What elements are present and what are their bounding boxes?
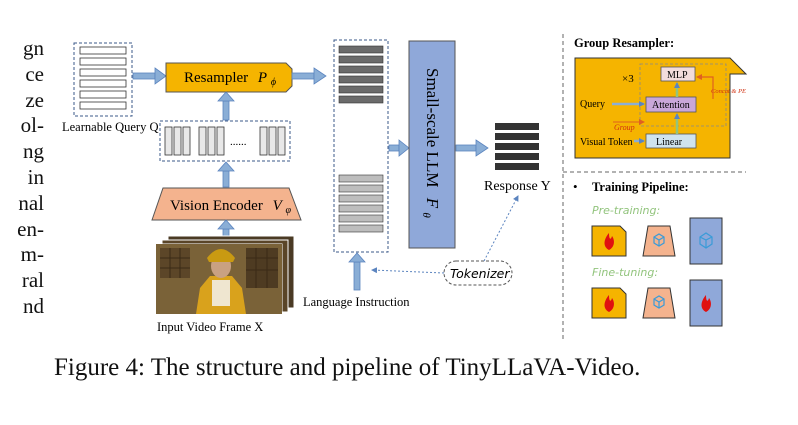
- body-text-line: ng: [23, 139, 44, 164]
- body-text-line: nal: [18, 190, 44, 215]
- body-text-line: en-: [17, 216, 44, 241]
- body-text-fragments: gn ce ze ol- ng in nal en- m- ral nd: [0, 36, 44, 320]
- body-text-line: ral: [21, 268, 44, 293]
- resampler-to-tokens-arrow: [291, 67, 327, 85]
- body-text-line: ol-: [20, 113, 44, 138]
- token-column: [333, 39, 389, 253]
- vision-encoder-box: Vision Encoder V φ: [151, 187, 302, 221]
- tokenizer-label: Tokenizer: [450, 266, 510, 281]
- tokens-to-resampler-arrow: [217, 91, 235, 121]
- figure-caption: Figure 4: The structure and pipeline of …: [54, 354, 641, 381]
- attention-box: [645, 96, 697, 113]
- tokenizer-node: Tokenizer: [443, 260, 513, 286]
- finetuning-row: [591, 279, 723, 327]
- architecture-diagram: Learnable Query Q Resampler P ϕ ......: [62, 34, 748, 340]
- concat-arrow: [696, 74, 714, 99]
- vision-encoder-label: Vision Encoder V φ: [170, 198, 292, 216]
- repeat-label: ×3: [622, 73, 634, 85]
- body-text-line: ce: [25, 61, 44, 86]
- query-label: Query: [580, 99, 605, 110]
- tokenizer-to-instruction-arrow: [371, 267, 445, 274]
- mlp-label: MLP: [667, 70, 688, 81]
- encoder-to-tokens-arrow: [217, 161, 235, 188]
- learnable-query-label: Learnable Query Q: [62, 120, 158, 134]
- llm-label: Small-scale LLM F θ: [420, 68, 442, 218]
- mlp-box: [660, 66, 696, 82]
- training-pipeline-title: Training Pipeline:: [592, 180, 689, 194]
- snowflake-icon: [699, 232, 713, 249]
- pretraining-row: [591, 217, 723, 265]
- group-label: Group: [614, 123, 635, 132]
- resampler-box: Resampler P ϕ: [165, 62, 293, 93]
- fire-icon: [604, 233, 614, 250]
- visual-token-label: Visual Token: [580, 137, 633, 148]
- instruction-to-tokens-arrow: [348, 252, 366, 291]
- language-instruction-label: Language Instruction: [303, 295, 410, 309]
- body-text-line: gn: [23, 36, 44, 60]
- concat-label: Concat & PE: [711, 88, 746, 95]
- resampler-label: Resampler P ϕ: [184, 70, 276, 88]
- input-frame-label: Input Video Frame X: [157, 320, 263, 334]
- response-label: Response Y: [484, 179, 551, 194]
- query-to-resampler-arrow: [132, 67, 167, 85]
- body-text-line: ze: [25, 87, 44, 112]
- frame-tokens-ellipsis: ......: [230, 136, 247, 148]
- llm-box: Small-scale LLM F θ: [408, 40, 456, 249]
- snowflake-icon: [653, 295, 665, 309]
- body-text-line: m-: [20, 242, 44, 267]
- body-text-line: nd: [23, 293, 44, 318]
- finetuning-label: Fine-tuning:: [592, 266, 658, 279]
- linear-label: Linear: [656, 137, 683, 148]
- frame-tokens-box: ......: [159, 120, 291, 162]
- group-resampler-panel: ×3 MLP Attention Concat & PE Query Linea…: [574, 57, 748, 159]
- response-to-tokenizer-arrow: [483, 195, 519, 262]
- learnable-query-stack: [73, 42, 133, 117]
- fire-icon: [701, 295, 711, 312]
- llm-to-response-arrow: [455, 139, 489, 157]
- snowflake-icon: [653, 233, 665, 247]
- training-pipeline-bullet: •: [573, 179, 578, 194]
- fire-icon: [604, 295, 614, 312]
- body-text-line: in: [27, 164, 44, 189]
- group-resampler-title: Group Resampler:: [574, 36, 674, 50]
- linear-box: [645, 133, 697, 149]
- tokens-to-llm-arrow: [388, 139, 410, 157]
- input-video-frames: [155, 235, 295, 315]
- attention-label: Attention: [652, 100, 690, 111]
- response-stack: [495, 123, 539, 170]
- pretraining-label: Pre-training:: [592, 204, 660, 217]
